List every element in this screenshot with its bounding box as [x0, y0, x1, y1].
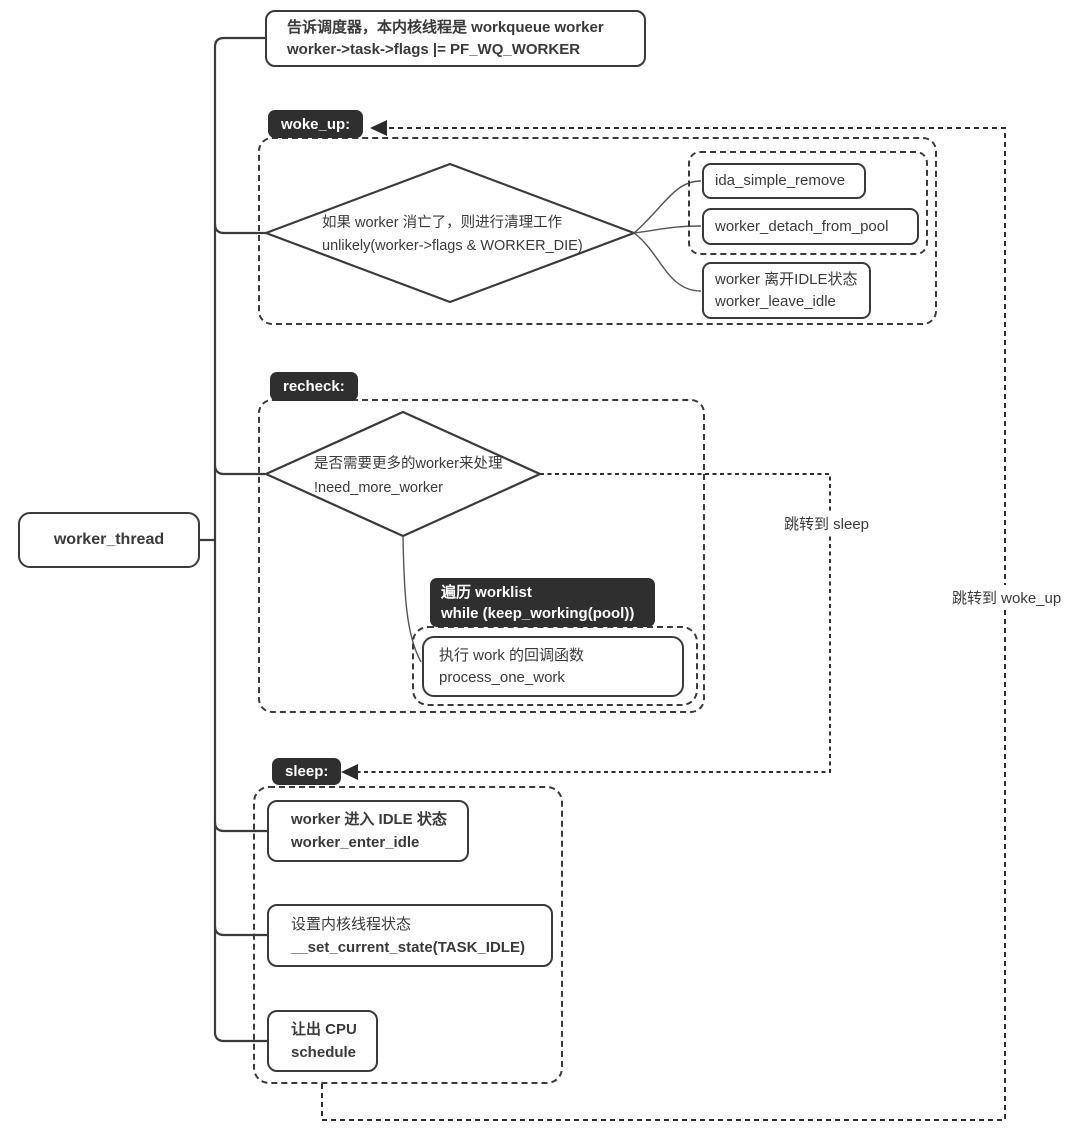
worker-enter-idle-line1: worker 进入 IDLE 状态 — [291, 811, 447, 828]
worker-thread-label: worker_thread — [53, 531, 165, 548]
worklist-loop-box: 遍历 worklist while (keep_working(pool)) — [430, 578, 655, 627]
worker-leave-idle-box: worker 离开IDLE状态 worker_leave_idle — [702, 262, 871, 319]
set-current-state-box: 设置内核线程状态 __set_current_state(TASK_IDLE) — [267, 904, 553, 967]
worklist-loop-line1: 遍历 worklist — [441, 583, 532, 601]
wokeup-diamond-line2: unlikely(worker->flags & WORKER_DIE) — [322, 238, 583, 254]
sleep-container — [253, 786, 563, 1084]
worker-leave-idle-line2: worker_leave_idle — [715, 292, 836, 310]
curve-to-ida — [633, 180, 702, 234]
top-note-box: 告诉调度器，本内核线程是 workqueue worker worker->ta… — [265, 10, 646, 67]
curve-to-leave — [633, 232, 702, 292]
wokeup-diamond-line1: 如果 worker 消亡了，则进行清理工作 — [322, 215, 563, 231]
worker-detach-box: worker_detach_from_pool — [702, 208, 919, 245]
curve-to-process — [402, 535, 422, 663]
branch-wokeup-diamond — [213, 222, 268, 235]
curve-to-detach — [633, 225, 702, 234]
jump-to-wokeup-label: 跳转到 woke_up — [947, 585, 1067, 610]
recheck-tag: recheck: — [270, 372, 358, 401]
ida-simple-remove-box: ida_simple_remove — [702, 163, 866, 199]
wokeup-container — [258, 137, 937, 325]
recheck-diamond-text: 是否需要更多的worker来处理 !need_more_worker — [314, 452, 503, 500]
process-one-work-box: 执行 work 的回调函数 process_one_work — [422, 636, 684, 697]
arrowhead-sleep — [341, 764, 358, 780]
recheck-container — [258, 399, 705, 713]
worker-detach-label: worker_detach_from_pool — [715, 217, 889, 235]
jump-to-sleep-text: 跳转到 sleep — [784, 516, 870, 533]
wokeup-cleanup-group — [688, 151, 928, 255]
sleep-tag: sleep: — [272, 758, 342, 785]
jump-path-to-sleep — [356, 473, 831, 773]
sleep-tag-label: sleep: — [285, 763, 329, 780]
ida-simple-remove-label: ida_simple_remove — [715, 172, 846, 189]
schedule-line1: 让出 CPU — [291, 1021, 357, 1038]
wokeup-tag: woke_up: — [268, 110, 364, 138]
wokeup-tag-label: woke_up: — [281, 115, 351, 133]
recheck-diamond-line2: !need_more_worker — [314, 480, 443, 496]
worklist-loop-line2: while (keep_working(pool)) — [441, 604, 635, 622]
top-note-line1: 告诉调度器，本内核线程是 workqueue worker — [287, 18, 604, 36]
recheck-diamond-line1: 是否需要更多的worker来处理 — [314, 456, 503, 472]
process-one-work-line2: process_one_work — [439, 668, 565, 686]
worker-thread-box: worker_thread — [18, 512, 200, 568]
process-one-work-line1: 执行 work 的回调函数 — [439, 646, 585, 664]
schedule-box: 让出 CPU schedule — [267, 1010, 378, 1072]
set-current-state-line1: 设置内核线程状态 — [291, 915, 412, 933]
recheck-tag-label: recheck: — [283, 378, 345, 395]
process-group — [412, 626, 698, 706]
worker-leave-idle-line1: worker 离开IDLE状态 — [715, 270, 858, 288]
top-note-line2: worker->task->flags |= PF_WQ_WORKER — [287, 40, 581, 58]
jump-to-wokeup-text: 跳转到 woke_up — [952, 590, 1062, 607]
branch-set-state — [213, 924, 269, 937]
wokeup-diamond-text: 如果 worker 消亡了，则进行清理工作 unlikely(worker->f… — [322, 212, 583, 258]
branch-enter-idle — [213, 820, 269, 833]
schedule-line2: schedule — [291, 1044, 357, 1061]
branch-recheck-diamond — [213, 463, 267, 476]
jump-to-sleep-label: 跳转到 sleep — [779, 511, 875, 536]
set-current-state-line2: __set_current_state(TASK_IDLE) — [291, 938, 525, 956]
arrowhead-wokeup — [370, 120, 387, 136]
worker-enter-idle-line2: worker_enter_idle — [291, 834, 420, 851]
worker-enter-idle-box: worker 进入 IDLE 状态 worker_enter_idle — [267, 800, 469, 862]
